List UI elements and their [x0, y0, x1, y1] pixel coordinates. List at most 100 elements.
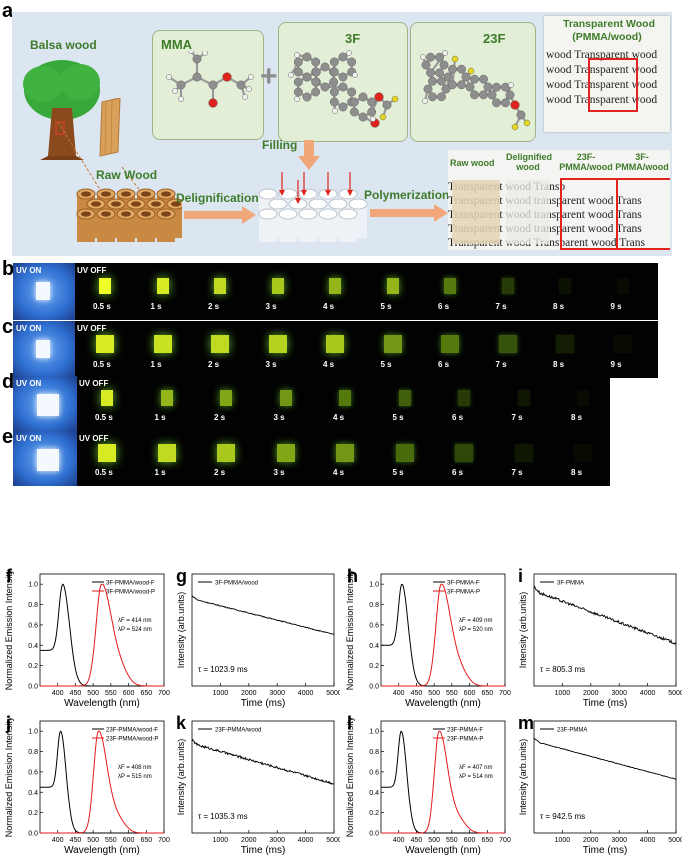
- atom: [421, 60, 431, 70]
- atom: [302, 92, 312, 102]
- x-tick-label: 5000: [326, 837, 340, 844]
- atom: [349, 107, 359, 117]
- x-tick-label: 650: [481, 837, 493, 844]
- delignification-arrow: [184, 206, 256, 224]
- atom: [248, 74, 254, 80]
- atom: [479, 90, 488, 100]
- annotation: λP = 524 nm: [118, 627, 152, 633]
- glow-sample: [574, 443, 592, 462]
- time-label: 9 s: [610, 360, 622, 369]
- legend-entry: 3F-PMMA: [557, 581, 584, 587]
- atom: [329, 87, 339, 97]
- glow-sample: [383, 334, 402, 353]
- atom: [483, 82, 493, 92]
- glow-sample: [157, 443, 176, 462]
- arrow-head: [325, 190, 331, 196]
- panel-label-e: e: [2, 426, 14, 448]
- sample-under-uv: [36, 339, 50, 358]
- time-label: 4 s: [333, 468, 345, 477]
- transparent-wood-title: Transparent Wood: [563, 18, 655, 30]
- atom: [470, 74, 479, 84]
- atom: [437, 76, 446, 86]
- 23f-molecule: [420, 50, 531, 131]
- x-tick-label: 700: [158, 837, 170, 844]
- atom: [208, 80, 218, 90]
- series-line: [533, 737, 677, 780]
- polymerization-label: Polymerization: [364, 188, 450, 202]
- tube-hole: [101, 211, 111, 217]
- delignification-label: Delignification: [176, 191, 259, 205]
- tube-hole: [171, 201, 181, 207]
- x-tick-label: 600: [464, 837, 476, 844]
- sample-under-uv: [37, 448, 59, 471]
- glow-sample: [220, 389, 232, 406]
- atom: [457, 80, 466, 90]
- x-tick-label: 2000: [583, 690, 599, 697]
- series-line: [40, 583, 164, 687]
- atom: [311, 57, 321, 67]
- legend-entry: 3F-PMMA-P: [447, 590, 480, 596]
- atom: [311, 67, 321, 77]
- time-label: 7 s: [511, 468, 523, 477]
- time-label: 1 s: [150, 302, 162, 311]
- atom: [192, 54, 202, 64]
- time-label: 0.5 s: [93, 360, 111, 369]
- atom: [178, 96, 184, 102]
- glow-sample: [326, 334, 344, 353]
- mma-molecule: [166, 51, 254, 108]
- y-tick-label: 1.0: [369, 582, 379, 589]
- tube-hole: [121, 191, 131, 197]
- 23f-molecule-box: 23F: [410, 22, 536, 142]
- legend-entry: 3F-PMMA-F: [447, 581, 480, 587]
- tube-top: [308, 198, 328, 210]
- uv-off-label: UV OFF: [77, 324, 107, 333]
- atom: [435, 68, 444, 78]
- glow-sample: [211, 334, 229, 353]
- annotation: τ = 1035.3 ms: [198, 812, 248, 821]
- y-axis-label: Intensity (arb.units): [176, 739, 186, 816]
- time-label: 3 s: [265, 302, 277, 311]
- glow-sample: [214, 277, 226, 294]
- tube-top: [278, 208, 298, 220]
- y-tick-label: 0.0: [28, 684, 38, 691]
- y-tick-label: 1.0: [369, 729, 379, 736]
- x-tick-label: 450: [411, 690, 423, 697]
- x-tick-label: 4000: [298, 837, 314, 844]
- x-tick-label: 2000: [583, 837, 599, 844]
- atom: [516, 110, 526, 120]
- glow-sample: [444, 277, 456, 294]
- atom: [470, 90, 479, 100]
- tube-top: [338, 188, 358, 200]
- atom: [492, 82, 501, 92]
- panel-label-l: l: [347, 713, 352, 733]
- tube-hole: [161, 211, 171, 217]
- x-tick-label: 650: [481, 690, 493, 697]
- x-tick-label: 3000: [269, 690, 285, 697]
- panel-label-b: b: [2, 258, 15, 280]
- uv-on-label: UV ON: [16, 324, 42, 333]
- y-tick-label: 0.4: [28, 790, 38, 797]
- atom: [382, 100, 392, 110]
- series-line: [191, 595, 335, 635]
- atom: [391, 95, 399, 103]
- atom: [479, 74, 488, 84]
- transparent-wood-subtitle: (PMMA/wood): [572, 31, 642, 43]
- x-axis-label: Wavelength (nm): [64, 845, 140, 856]
- atom: [347, 57, 357, 67]
- atom: [311, 87, 321, 97]
- time-label: 7 s: [511, 413, 523, 422]
- sample-header-delignified: Delignified wood: [506, 152, 553, 172]
- tube-body: [137, 214, 155, 242]
- atom: [188, 51, 194, 54]
- atom: [352, 72, 358, 78]
- atom: [320, 62, 330, 72]
- time-label: 2 s: [214, 413, 226, 422]
- x-tick-label: 3000: [611, 837, 627, 844]
- time-label: 8 s: [571, 413, 583, 422]
- y-tick-label: 0.6: [28, 769, 38, 776]
- x-axis-label: Wavelength (nm): [405, 698, 481, 709]
- y-tick-label: 0.4: [28, 643, 38, 650]
- time-label: 5 s: [392, 468, 404, 477]
- glow-sample: [96, 334, 114, 353]
- x-tick-label: 450: [70, 837, 82, 844]
